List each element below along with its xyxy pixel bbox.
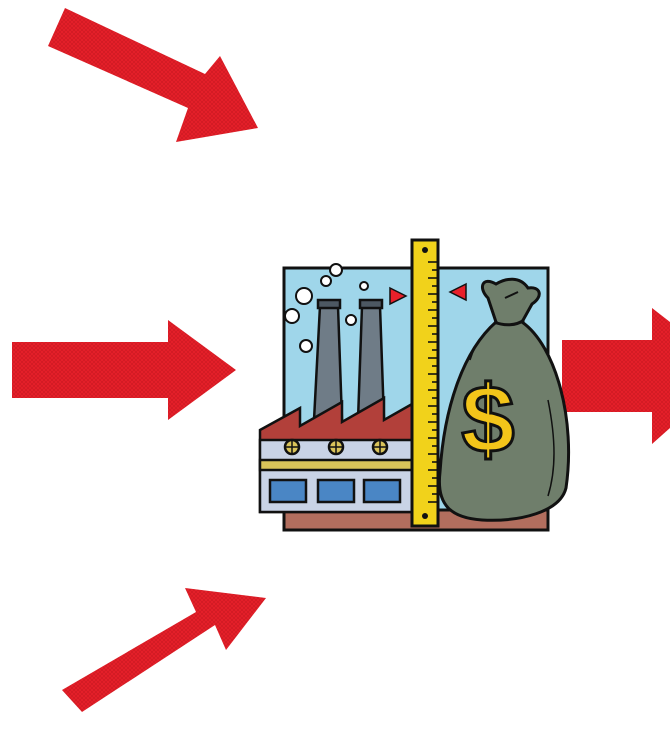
arrow-up-right-icon	[62, 588, 266, 712]
factory-icon	[258, 395, 414, 514]
money-bag-icon	[437, 277, 570, 522]
dollar-sign: $	[461, 366, 514, 473]
arrow-right-icon	[12, 320, 236, 420]
arrow-right-output-icon	[562, 308, 670, 444]
smoke-bubbles	[284, 263, 369, 353]
factory-ruler-money-clipart: $	[258, 238, 570, 532]
marker-right-icon	[448, 282, 467, 302]
arrow-down-right-icon	[48, 8, 258, 142]
ruler-icon	[410, 238, 440, 528]
marker-left-icon	[389, 286, 408, 306]
